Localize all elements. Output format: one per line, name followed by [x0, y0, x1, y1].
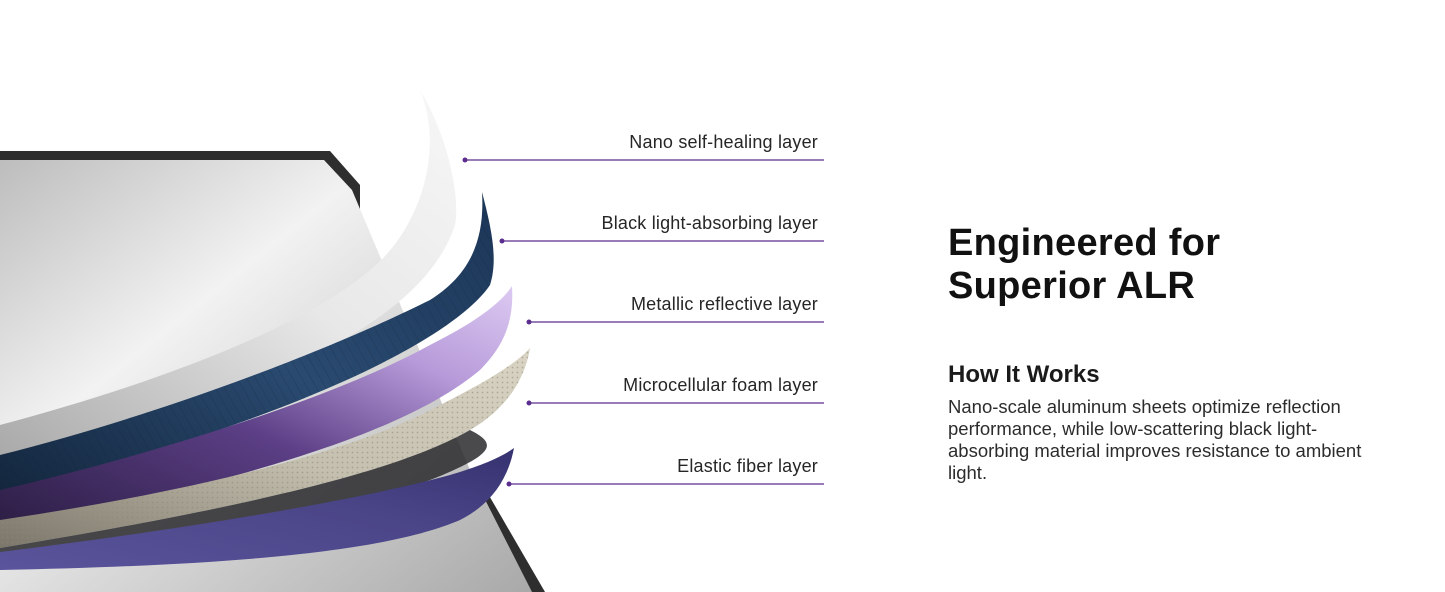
how-it-works-body: Nano-scale aluminum sheets optimize refl… — [948, 396, 1362, 483]
callout-label-elastic-fiber: Elastic fiber layer — [677, 456, 818, 476]
callout-dot-3 — [526, 319, 532, 325]
layer-metallic-reflective — [0, 286, 513, 530]
content-section: Engineered for Superior ALR How It Works… — [948, 222, 1368, 484]
headline-line-2: Superior ALR — [948, 265, 1196, 307]
callout-dot-4 — [526, 400, 532, 406]
layer-elastic-fiber — [0, 448, 514, 570]
headline: Engineered for Superior ALR — [948, 222, 1368, 308]
callout-label-microcellular-foam: Microcellular foam layer — [623, 375, 818, 395]
callout-dot-1 — [462, 157, 468, 163]
callout-dot-2 — [499, 238, 505, 244]
how-it-works-heading: How It Works — [948, 361, 1100, 388]
headline-line-1: Engineered for — [948, 222, 1221, 264]
callout-label-metallic-reflective: Metallic reflective layer — [630, 294, 818, 314]
layer-illustration — [0, 90, 545, 592]
callout-label-black-light-absorbing: Black light-absorbing layer — [601, 213, 818, 233]
callout-lines — [462, 157, 824, 487]
callout-label-nano-self-healing: Nano self-healing layer — [629, 132, 818, 152]
callout-dot-5 — [506, 481, 512, 487]
